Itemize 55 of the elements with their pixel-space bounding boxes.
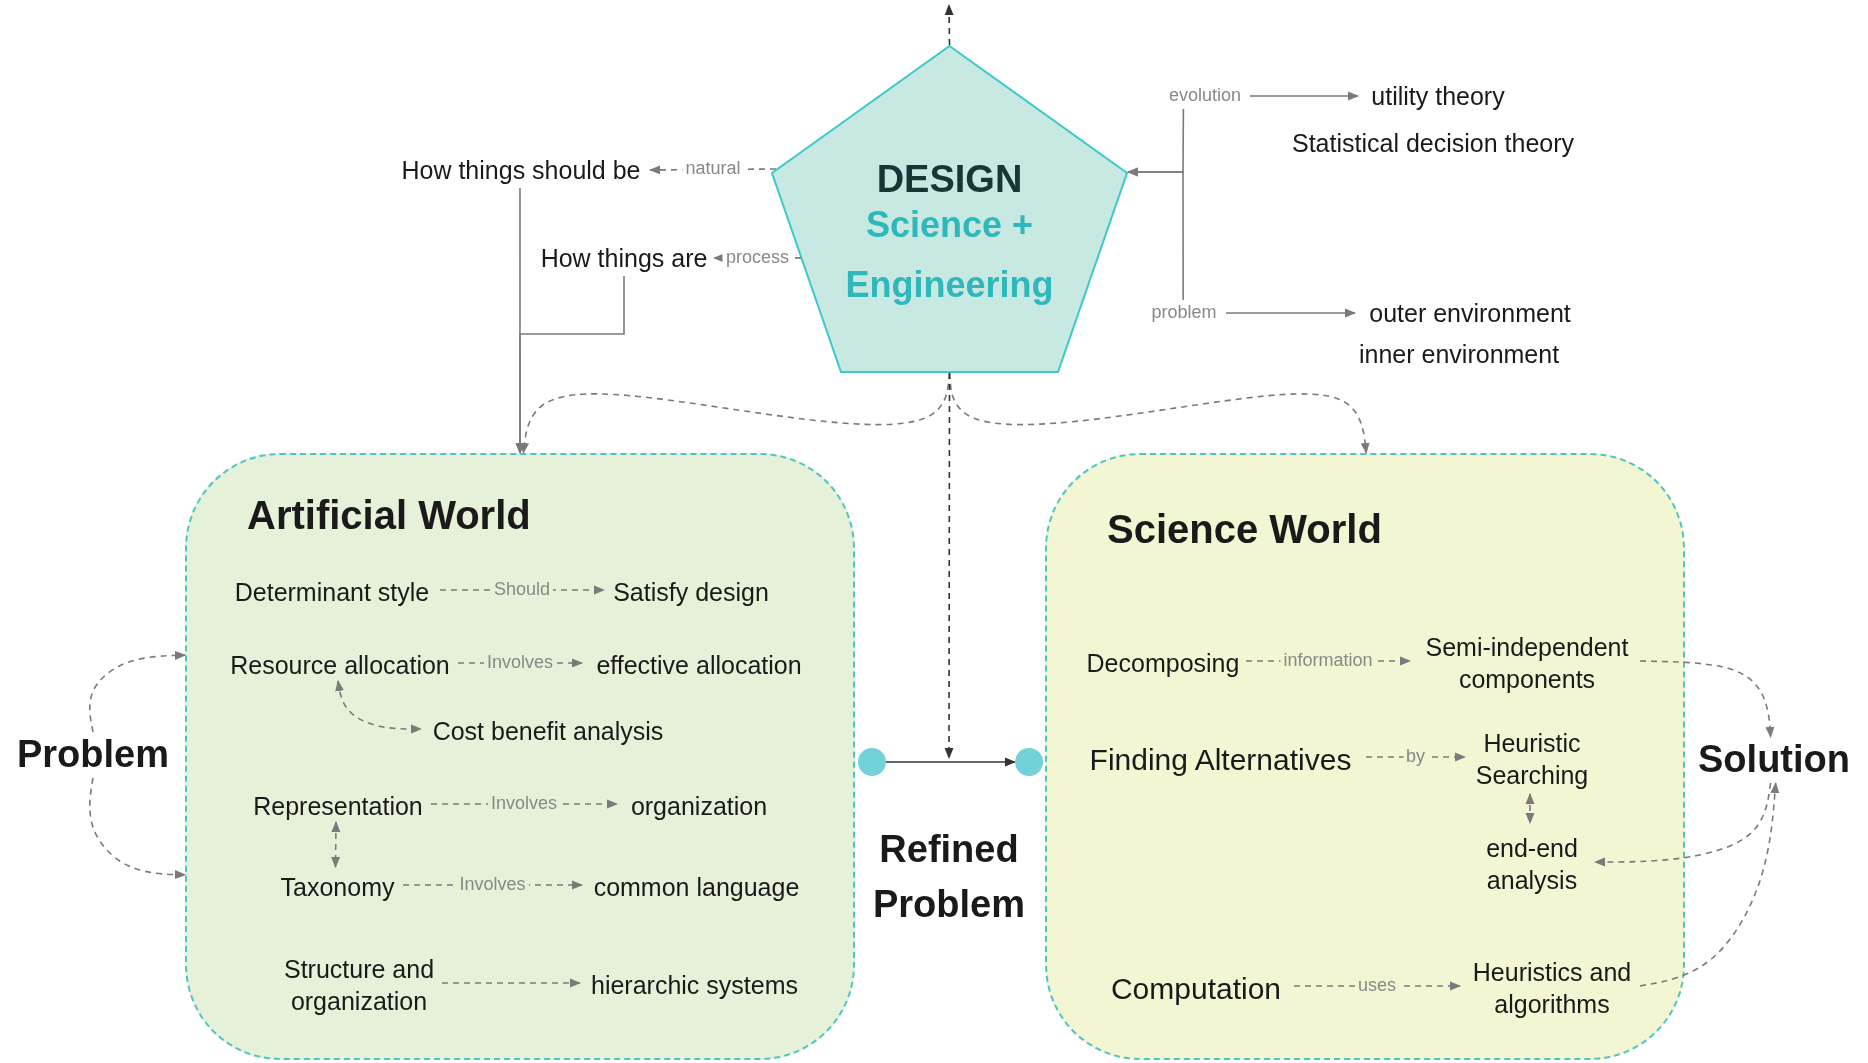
concept-label: utility theory — [1358, 78, 1518, 114]
connector-arrow — [944, 372, 954, 760]
node-label: Science + Engineering — [844, 203, 1055, 307]
connector-dot — [1015, 748, 1043, 776]
concept-label: Heuristics and algorithms — [1462, 950, 1642, 1026]
concept-label: Decomposing — [1078, 645, 1248, 681]
concept-label: outer environment — [1355, 295, 1585, 331]
concept-label: Representation — [243, 788, 433, 824]
side-heading: Solution — [1690, 737, 1858, 783]
connector-arrow — [89, 650, 187, 733]
concept-label: organization — [619, 788, 779, 824]
panel-heading: Artificial World — [247, 493, 531, 538]
node-heading: DESIGN — [875, 157, 1024, 202]
branch-label: problem — [1142, 300, 1226, 326]
connector-arrow — [515, 275, 625, 455]
connector-arrow — [1593, 782, 1772, 867]
panel-heading: Science World — [1107, 507, 1382, 552]
concept-label: Determinant style — [222, 574, 442, 610]
concept-label: Cost benefit analysis — [423, 713, 673, 749]
concept-label: Resource allocation — [220, 647, 460, 683]
concept-label: How things should be — [392, 152, 650, 188]
concept-label: How things are — [534, 240, 714, 276]
concept-label: common language — [584, 869, 809, 905]
connector-arrow — [1225, 308, 1357, 318]
connector-arrow — [89, 777, 187, 880]
concept-label: effective allocation — [584, 647, 814, 683]
connector-arrow — [1639, 660, 1775, 739]
concept-label: Computation — [1096, 968, 1296, 1008]
world-panel — [185, 453, 855, 1060]
concept-label: inner environment — [1359, 339, 1561, 370]
edge-label: by — [1403, 747, 1428, 767]
connector-arrow — [331, 820, 341, 869]
connector-arrow — [885, 757, 1017, 767]
concept-label: Semi-independent components — [1412, 626, 1642, 700]
connector-arrow — [1249, 91, 1360, 101]
connector-arrow — [520, 372, 951, 455]
connector-arrow — [944, 3, 954, 46]
concept-label: Structure and organization — [274, 950, 444, 1020]
connector-arrow — [1639, 781, 1780, 987]
concept-label: Finding Alternatives — [1073, 739, 1368, 779]
concept-label: end-end analysis — [1467, 825, 1597, 903]
concept-label: Statistical decision theory — [1292, 128, 1576, 159]
concept-label: Satisfy design — [606, 574, 776, 610]
center-heading: Refined Problem — [871, 827, 1026, 927]
branch-label: evolution — [1160, 83, 1250, 109]
concept-label: Heuristic Searching — [1467, 722, 1597, 796]
world-panel — [1045, 453, 1685, 1060]
concept-label: Taxonomy — [270, 869, 405, 905]
connector-arrow — [335, 679, 423, 734]
side-heading: Problem — [8, 732, 178, 778]
concept-label: hierarchic systems — [582, 967, 807, 1003]
connector-dot — [858, 748, 886, 776]
connector-arrow — [1126, 167, 1184, 301]
connector-arrow — [1525, 792, 1535, 825]
connector-arrow — [441, 978, 582, 988]
